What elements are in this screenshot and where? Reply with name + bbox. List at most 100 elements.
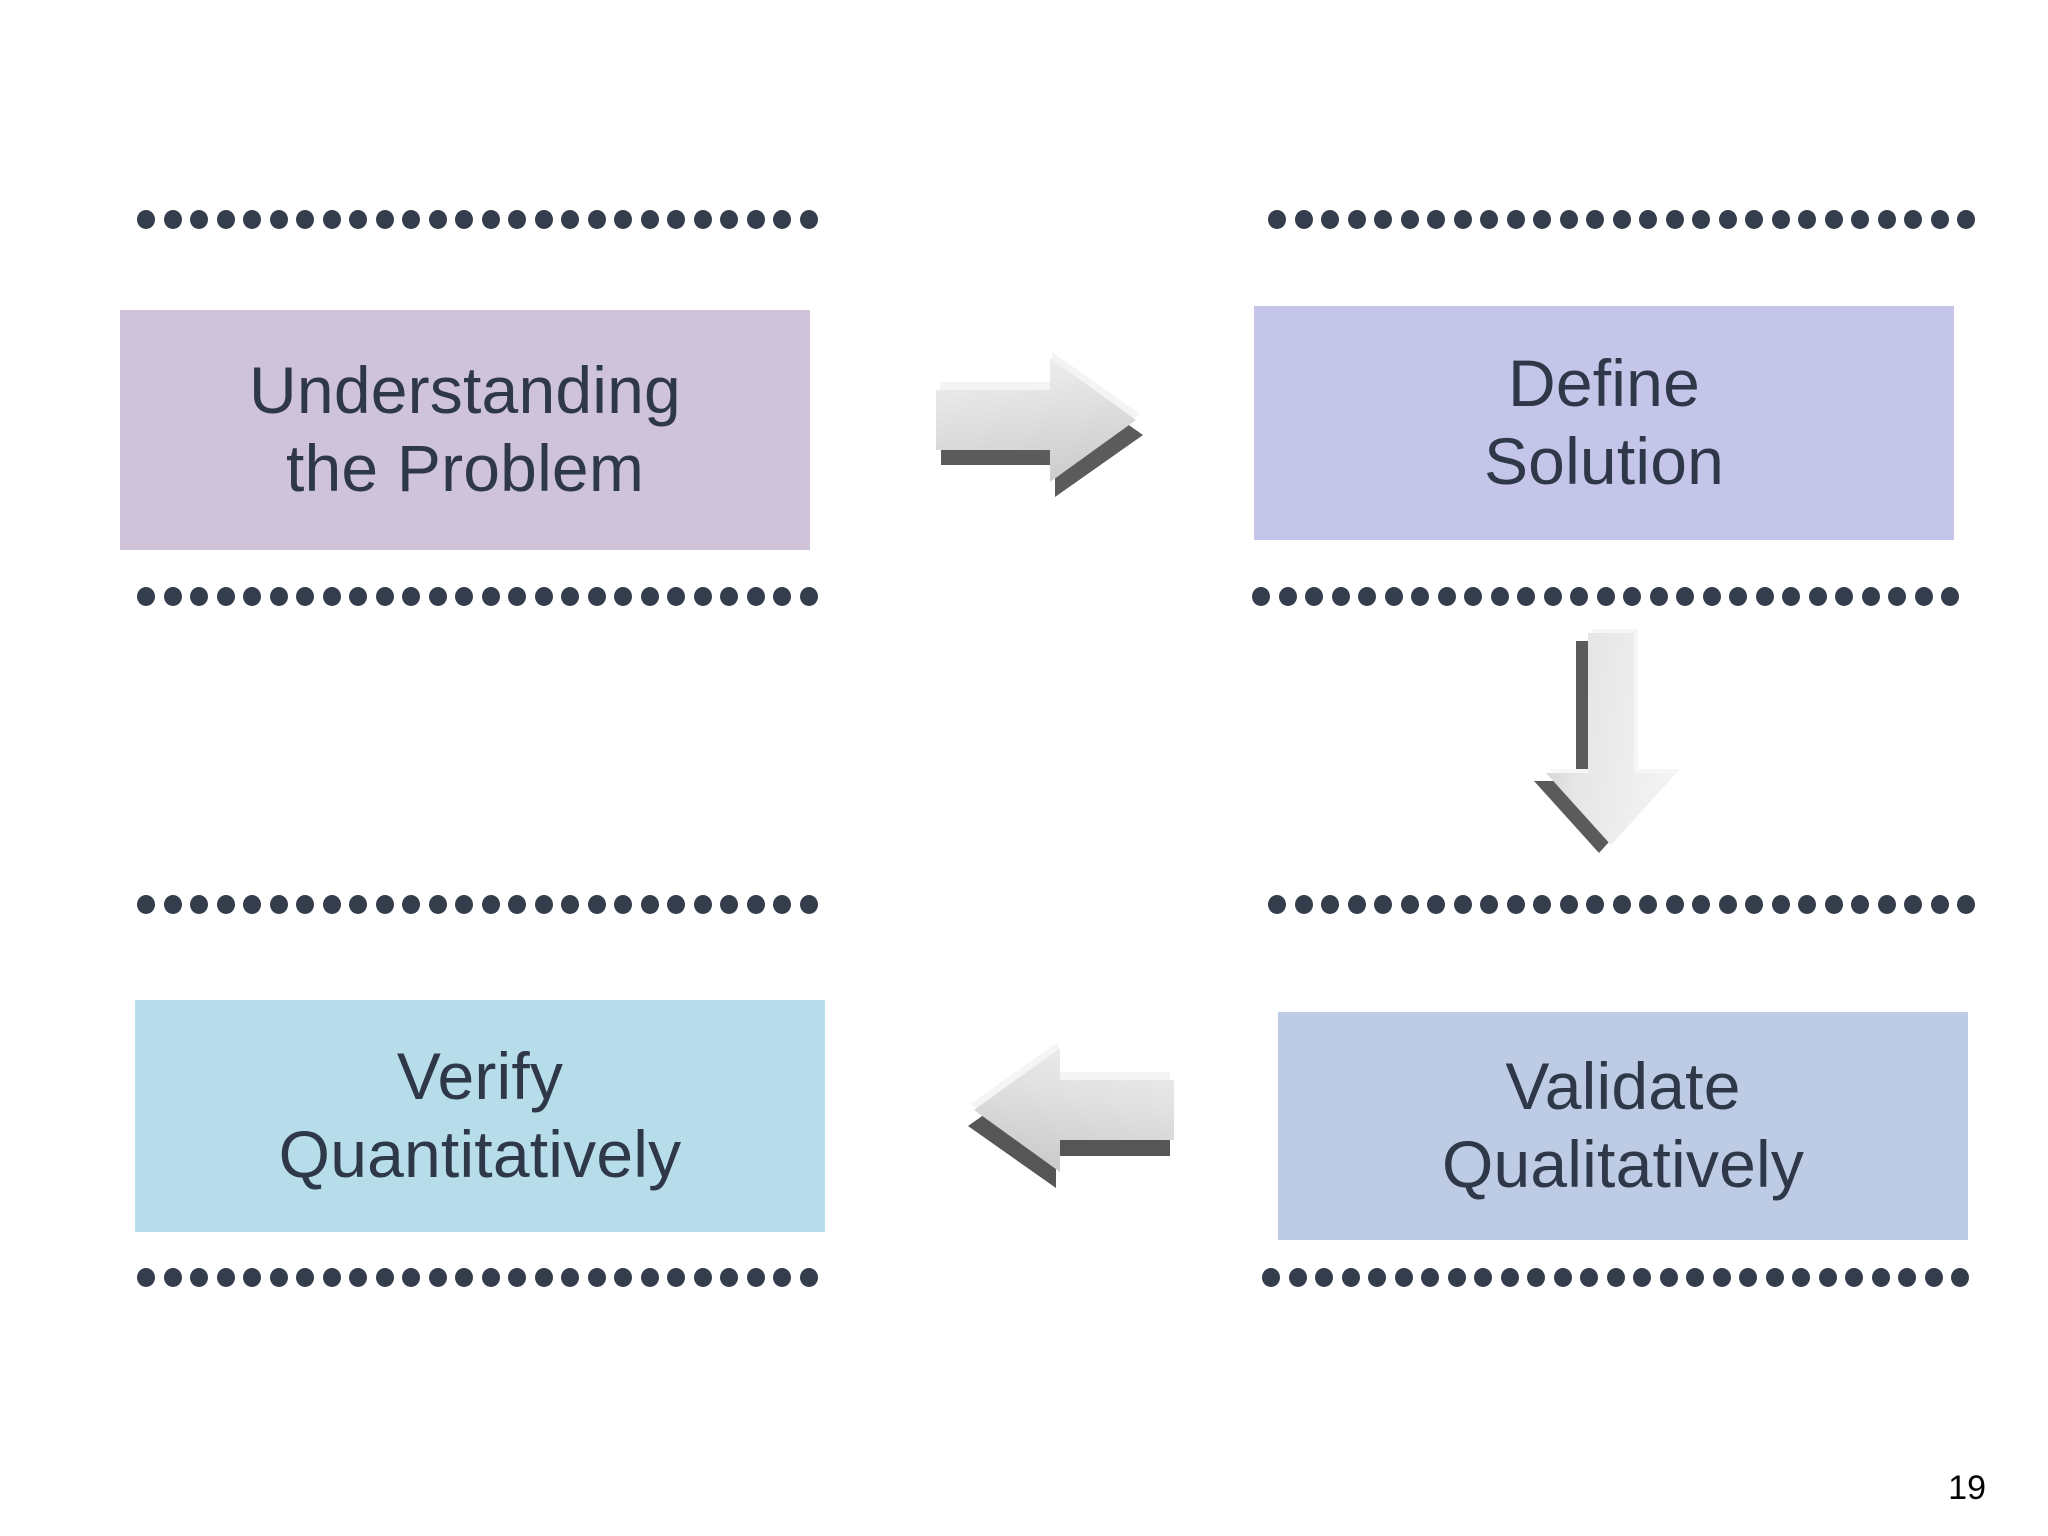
rule-dot (1845, 1267, 1863, 1287)
rule-dot (693, 1267, 712, 1287)
rule-dot (1665, 894, 1684, 914)
rule-dot (349, 586, 367, 606)
rule-dot (667, 1267, 685, 1287)
rule-dot (163, 1267, 182, 1287)
rule-dot (1957, 894, 1975, 914)
rule-dot (1580, 1267, 1598, 1287)
rule-dot (1951, 1267, 1969, 1287)
rule-dot (269, 209, 288, 229)
rule-dot (1824, 209, 1843, 229)
rule-dot (561, 209, 579, 229)
rule-dot (349, 894, 367, 914)
rule-dot (1321, 894, 1339, 914)
rule-dot (1447, 1267, 1466, 1287)
process-box-understanding-the-problem[interactable]: Understanding the Problem (120, 310, 810, 550)
rule-dot (720, 586, 738, 606)
rule-dot (1765, 1267, 1784, 1287)
rule-dot (455, 586, 473, 606)
dotted-rule-top-left-above (137, 208, 818, 230)
rule-dot (428, 209, 447, 229)
process-box-label: Verify Quantitatively (278, 1039, 682, 1191)
rule-dot (1718, 209, 1737, 229)
rule-dot (640, 1267, 659, 1287)
rule-dot (137, 894, 155, 914)
rule-dot (243, 209, 261, 229)
rule-dot (1612, 894, 1631, 914)
rule-dot (773, 1267, 791, 1287)
rule-dot (1739, 1267, 1757, 1287)
rule-dot (190, 209, 208, 229)
process-box-verify-quantitatively[interactable]: Verify Quantitatively (135, 1000, 825, 1232)
rule-dot (508, 586, 526, 606)
rule-dot (296, 1267, 314, 1287)
rule-dot (1453, 209, 1472, 229)
rule-dot (1586, 894, 1604, 914)
rule-dot (1570, 586, 1588, 606)
rule-dot (1930, 894, 1949, 914)
rule-dot (746, 894, 765, 914)
rule-dot (1480, 209, 1498, 229)
rule-dot (1904, 209, 1922, 229)
rule-dot (296, 586, 314, 606)
rule-dot (1559, 209, 1578, 229)
rule-dot (799, 209, 818, 229)
rule-dot (1305, 586, 1323, 606)
rule-dot (1930, 209, 1949, 229)
rule-dot (799, 894, 818, 914)
rule-dot (534, 209, 553, 229)
rule-dot (1321, 209, 1339, 229)
rule-dot (667, 586, 685, 606)
rule-dot (216, 1267, 235, 1287)
rule-dot (1331, 586, 1350, 606)
dotted-rule-bottom-left-below (137, 1266, 818, 1288)
dotted-rule-bottom-left-above (137, 893, 818, 915)
rule-dot (1347, 894, 1366, 914)
rule-dot (481, 586, 500, 606)
rule-dot (640, 586, 659, 606)
rule-dot (773, 586, 791, 606)
rule-dot (1808, 586, 1827, 606)
rule-dot (1268, 894, 1286, 914)
rule-dot (1941, 586, 1959, 606)
rule-dot (296, 209, 314, 229)
rule-dot (163, 209, 182, 229)
rule-dot (1665, 209, 1684, 229)
rule-dot (163, 586, 182, 606)
process-box-label: Define Solution (1483, 346, 1725, 498)
rule-dot (1315, 1267, 1333, 1287)
rule-dot (481, 894, 500, 914)
rule-dot (269, 894, 288, 914)
process-box-define-solution[interactable]: Define Solution (1254, 306, 1954, 540)
rule-dot (693, 209, 712, 229)
dotted-rule-bottom-right-above (1268, 893, 1975, 915)
rule-dot (1649, 586, 1668, 606)
rule-dot (1427, 209, 1445, 229)
dotted-rule-bottom-right-below (1262, 1266, 1969, 1288)
rule-dot (216, 894, 235, 914)
rule-dot (1374, 209, 1392, 229)
rule-dot (720, 209, 738, 229)
rule-dot (1437, 586, 1456, 606)
rule-dot (1861, 586, 1880, 606)
rule-dot (1268, 209, 1286, 229)
rule-dot (1792, 1267, 1810, 1287)
process-box-label: Validate Qualitatively (1441, 1049, 1805, 1201)
rule-dot (1712, 1267, 1731, 1287)
rule-dot (481, 1267, 500, 1287)
process-box-validate-qualitatively[interactable]: Validate Qualitatively (1278, 1012, 1968, 1240)
rule-dot (1464, 586, 1482, 606)
rule-dot (587, 586, 606, 606)
rule-dot (428, 894, 447, 914)
rule-dot (1533, 209, 1551, 229)
rule-dot (216, 586, 235, 606)
rule-dot (693, 894, 712, 914)
rule-dot (1718, 894, 1737, 914)
rule-dot (1341, 1267, 1360, 1287)
rule-dot (1527, 1267, 1545, 1287)
rule-dot (1294, 209, 1313, 229)
rule-dot (375, 586, 394, 606)
rule-dot (1851, 894, 1869, 914)
rule-dot (1559, 894, 1578, 914)
arrow-down-3d-icon (1534, 629, 1680, 853)
rule-dot (1411, 586, 1429, 606)
